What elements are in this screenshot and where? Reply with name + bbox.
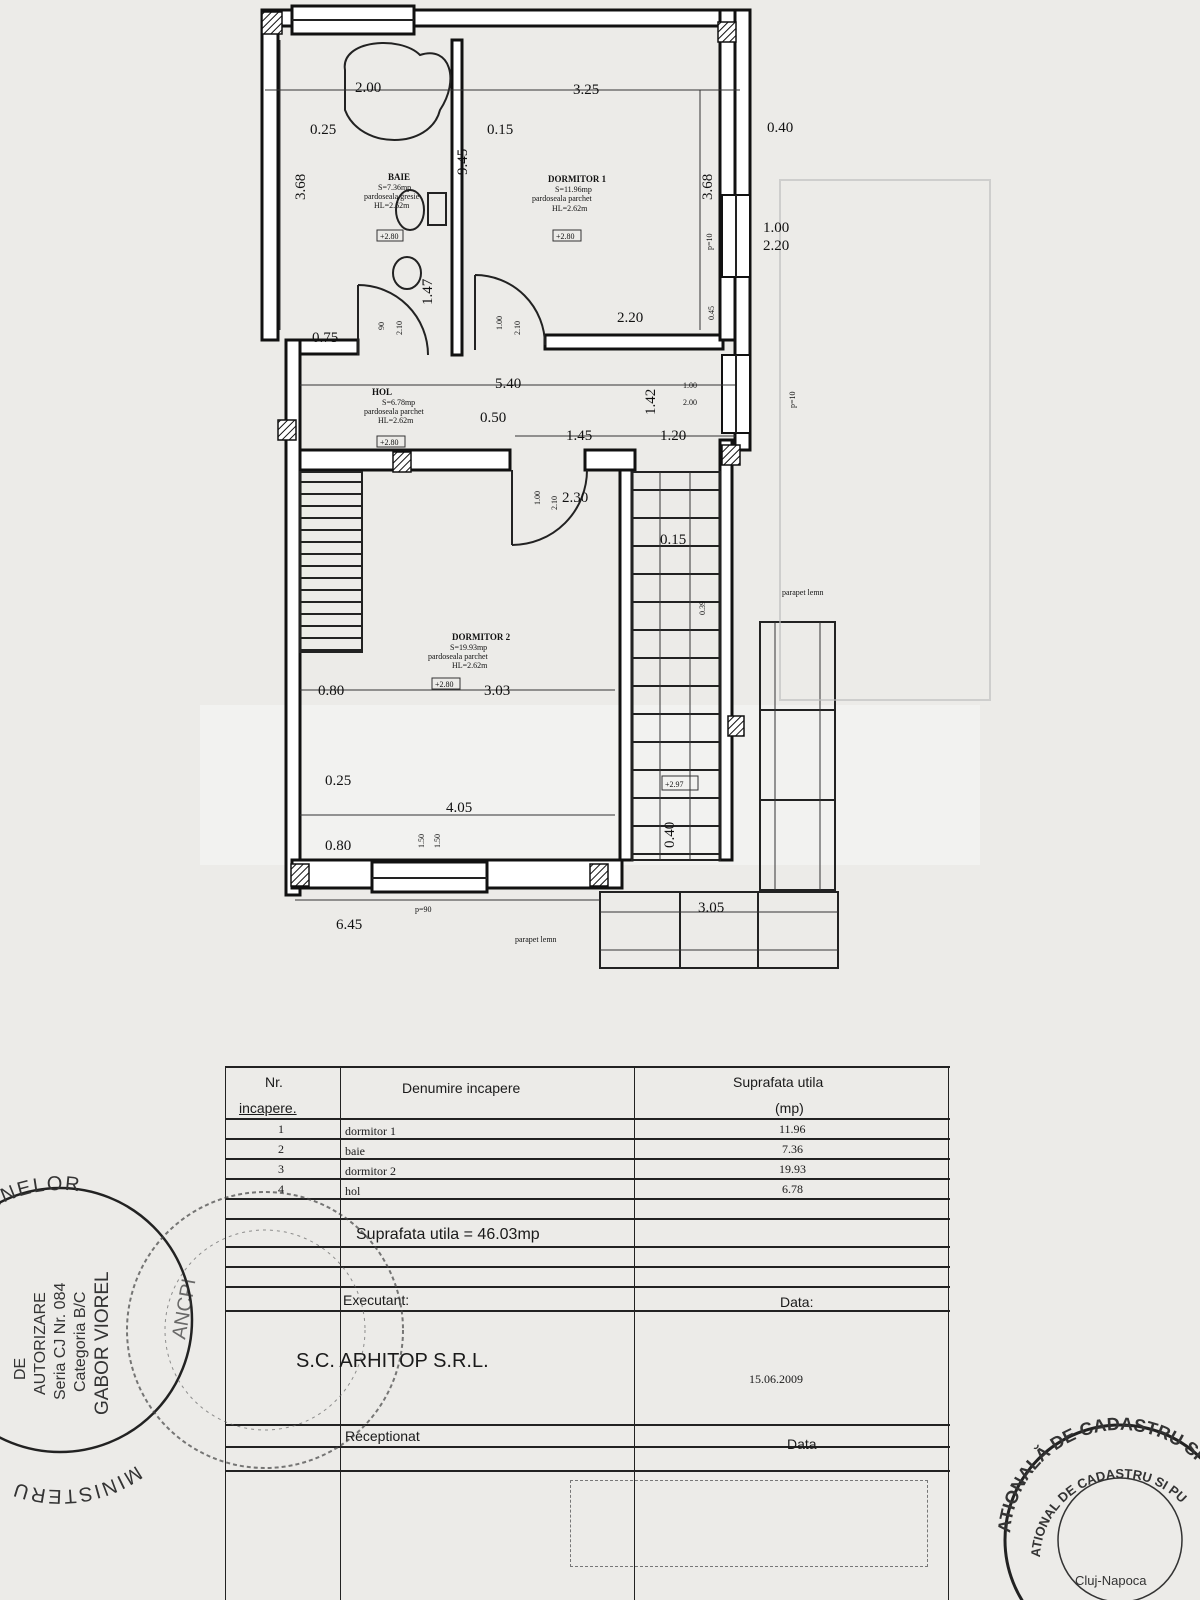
svg-text:+2.80: +2.80 (556, 232, 575, 241)
svg-text:HL=2.62m: HL=2.62m (378, 416, 414, 425)
svg-text:2.10: 2.10 (550, 496, 559, 510)
svg-text:0.40: 0.40 (662, 822, 678, 848)
svg-text:pardoseala parchet: pardoseala parchet (532, 194, 593, 203)
svg-text:1.42: 1.42 (643, 389, 659, 415)
stair-level: +2.97 (661, 775, 699, 791)
svg-text:1.00: 1.00 (763, 220, 789, 236)
svg-text:+2.80: +2.80 (435, 680, 454, 689)
header-unit: (mp) (775, 1100, 804, 1116)
svg-text:DORMITOR 1: DORMITOR 1 (548, 174, 607, 184)
svg-text:S=6.78mp: S=6.78mp (382, 398, 415, 407)
total-area: Suprafata utila = 46.03mp (356, 1226, 540, 1243)
svg-text:2.00: 2.00 (683, 398, 697, 407)
watermark (200, 705, 980, 865)
header-nr: Nr. (265, 1074, 283, 1090)
svg-text:2.30: 2.30 (562, 490, 588, 506)
svg-text:5.40: 5.40 (495, 376, 521, 392)
svg-text:3.68: 3.68 (293, 174, 309, 200)
header-area: Suprafata utila (733, 1074, 824, 1090)
receptionat-label: Receptionat (345, 1428, 420, 1444)
svg-text:0.80: 0.80 (318, 683, 344, 699)
svg-text:0.39: 0.39 (698, 601, 707, 615)
svg-text:90: 90 (377, 322, 386, 330)
svg-text:3.68: 3.68 (700, 174, 716, 200)
room-label-hol: HOL S=6.78mp pardoseala parchet HL=2.62m… (364, 387, 425, 448)
svg-text:2.10: 2.10 (395, 321, 404, 335)
svg-text:1.00: 1.00 (495, 316, 504, 330)
svg-text:pardoseala gresie: pardoseala gresie (364, 192, 420, 201)
header-name: Denumire incapere (402, 1080, 521, 1096)
bathtub (343, 42, 452, 141)
svg-text:HOL: HOL (372, 387, 392, 397)
svg-text:1.20: 1.20 (660, 428, 686, 444)
svg-text:HL=2.62m: HL=2.62m (374, 201, 410, 210)
date: 15.06.2009 (749, 1372, 803, 1386)
svg-text:pardoseala parchet: pardoseala parchet (428, 652, 489, 661)
svg-text:+2.97: +2.97 (665, 780, 684, 789)
svg-text:1.50: 1.50 (417, 834, 426, 848)
svg-text:0.75: 0.75 (312, 330, 338, 346)
svg-text:2.00: 2.00 (355, 80, 381, 96)
svg-text:2.20: 2.20 (617, 310, 643, 326)
svg-text:p=90: p=90 (415, 905, 432, 914)
svg-text:4.05: 4.05 (446, 800, 472, 816)
svg-text:0.45: 0.45 (707, 306, 716, 320)
data-label-2: Data (787, 1436, 817, 1452)
svg-text:pardoseala parchet: pardoseala parchet (364, 407, 425, 416)
svg-text:0.50: 0.50 (480, 410, 506, 426)
svg-text:1.47: 1.47 (420, 278, 436, 305)
svg-text:0.25: 0.25 (325, 773, 351, 789)
svg-text:6.45: 6.45 (336, 917, 362, 933)
room-label-dormitor-1: DORMITOR 1 S=11.96mp pardoseala parchet … (532, 174, 607, 242)
svg-text:0.40: 0.40 (767, 120, 793, 136)
room-label-bath: BAIE S=7.36mp pardoseala gresie HL=2.62m… (364, 172, 420, 242)
balcony-right (759, 621, 836, 891)
svg-text:S=11.96mp: S=11.96mp (555, 185, 592, 194)
dimension-labels: 2.00 3.25 0.25 0.15 0.40 9.45 3.68 3.68 … (293, 80, 824, 944)
dimension-lines (265, 40, 740, 901)
svg-text:1.50: 1.50 (433, 834, 442, 848)
room-area-table: Nr. incapere. Denumire incapere Suprafat… (225, 1066, 950, 1600)
svg-text:BAIE: BAIE (388, 172, 410, 182)
svg-text:1.00: 1.00 (533, 491, 542, 505)
company-name: S.C. ARHITOP S.R.L. (296, 1350, 489, 1372)
washing-machine (427, 192, 447, 226)
svg-text:0.80: 0.80 (325, 838, 351, 854)
data-label: Data: (780, 1294, 814, 1310)
svg-text:parapet lemn: parapet lemn (782, 588, 824, 597)
svg-text:0.15: 0.15 (487, 122, 513, 138)
toilet (392, 256, 422, 290)
svg-text:3.05: 3.05 (698, 900, 724, 916)
svg-text:S=7.36mp: S=7.36mp (378, 183, 411, 192)
svg-text:HL=2.62m: HL=2.62m (452, 661, 488, 670)
header-nr-2: incapere. (239, 1100, 297, 1116)
svg-text:2.10: 2.10 (513, 321, 522, 335)
svg-text:2.20: 2.20 (763, 238, 789, 254)
svg-text:3.03: 3.03 (484, 683, 510, 699)
stairs (299, 471, 721, 861)
svg-text:parapet lemn: parapet lemn (515, 935, 557, 944)
svg-text:+2.80: +2.80 (380, 232, 399, 241)
doors (357, 274, 588, 546)
svg-text:3.25: 3.25 (573, 82, 599, 98)
svg-text:p=10: p=10 (705, 233, 714, 250)
svg-text:9.45: 9.45 (455, 149, 471, 175)
executant-label: Executant: (343, 1292, 410, 1308)
svg-text:DORMITOR 2: DORMITOR 2 (452, 632, 511, 642)
approval-box (570, 1480, 928, 1567)
svg-text:1.45: 1.45 (566, 428, 592, 444)
svg-text:+2.80: +2.80 (380, 438, 399, 447)
svg-text:p=10: p=10 (788, 391, 797, 408)
svg-text:0.15: 0.15 (660, 532, 686, 548)
room-label-dormitor-2: DORMITOR 2 S=19.93mp pardoseala parchet … (428, 632, 511, 690)
svg-text:1.00: 1.00 (683, 381, 697, 390)
svg-text:0.25: 0.25 (310, 122, 336, 138)
sink (395, 189, 425, 231)
svg-text:HL=2.62m: HL=2.62m (552, 204, 588, 213)
balcony-bottom (599, 891, 839, 969)
svg-text:S=19.93mp: S=19.93mp (450, 643, 487, 652)
